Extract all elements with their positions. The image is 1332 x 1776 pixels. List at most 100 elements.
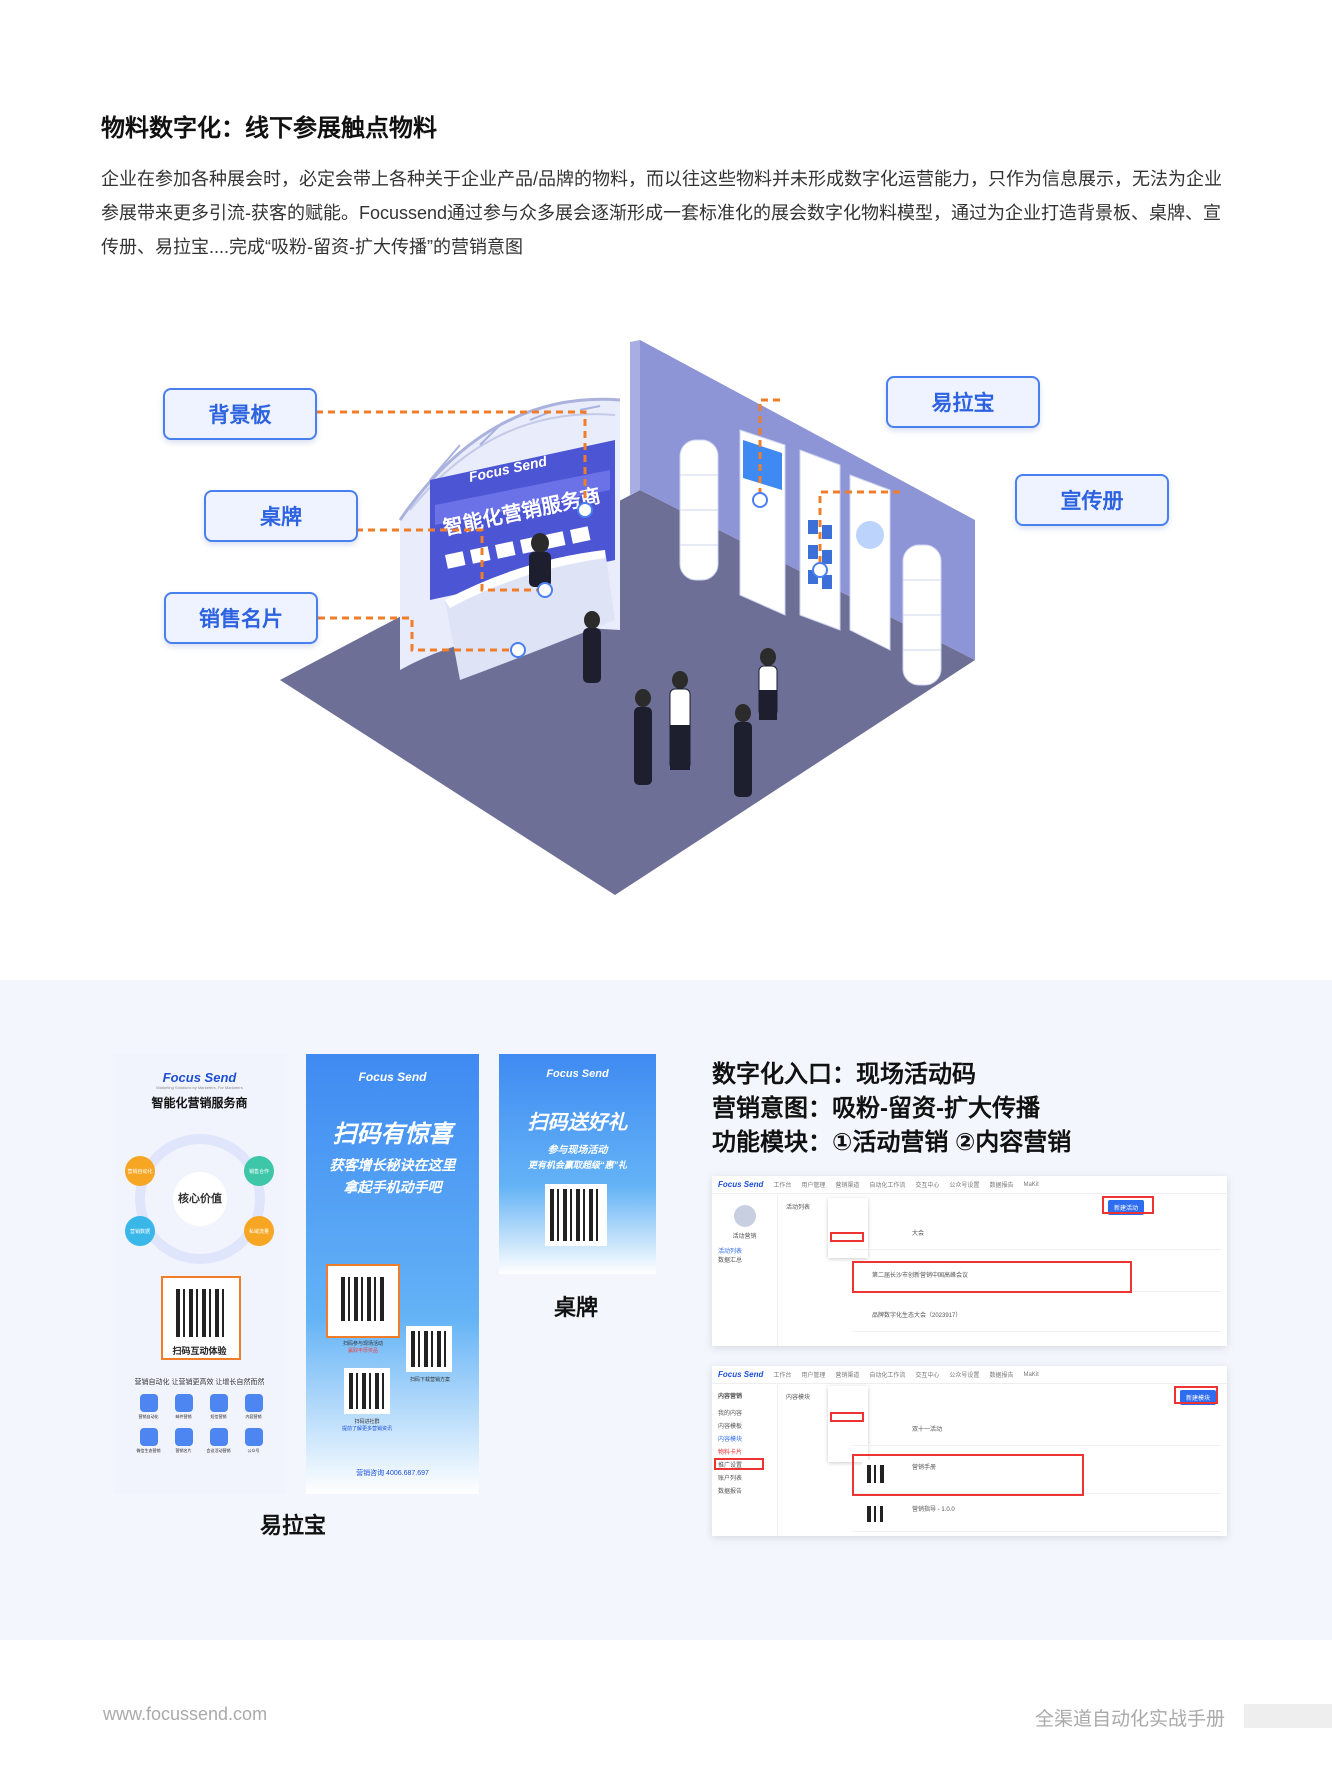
line-backdrop <box>280 410 587 510</box>
brochure-rack <box>799 449 841 631</box>
rollup2-qr3-code <box>344 1368 390 1414</box>
shot2-side-item[interactable]: 数据报告 <box>718 1489 743 1495</box>
shot2-side-item[interactable]: 物料卡片 <box>718 1450 743 1456</box>
shot2-tab[interactable]: 内容模块 <box>786 1395 811 1401</box>
shot1-logo: Focus Send <box>718 1180 764 1189</box>
callout-brochure: 宣传册 <box>1015 474 1169 526</box>
rollup1-brand-sub: Marketing Solutions by Marketers, For Ma… <box>156 1085 243 1090</box>
line-tablecard <box>320 528 545 592</box>
shot1-nav-item[interactable]: 数据报告 <box>989 1183 1014 1189</box>
shot1-nav-item[interactable]: MaKit <box>1023 1181 1039 1188</box>
shot2-nav-item[interactable]: 公众号设置 <box>949 1373 980 1379</box>
rollup2-brand: Focus Send <box>358 1070 427 1084</box>
shot1-nav-item[interactable]: 工作台 <box>773 1183 792 1189</box>
shot1-table-row[interactable]: 大会 <box>852 1222 1221 1250</box>
shot1-side-item[interactable]: 数据汇总 <box>718 1258 743 1264</box>
shot2-row-title: 双十一活动 <box>912 1427 943 1433</box>
shot2-nav-item[interactable]: 自动化工作流 <box>869 1373 906 1379</box>
feature-label: 短信营销 <box>210 1414 227 1419</box>
shot2-side-item[interactable]: 内容模板 <box>718 1424 743 1430</box>
shot2-nav-item[interactable]: 用户管理 <box>801 1373 826 1379</box>
shot2-table-row[interactable]: 营销手册 <box>852 1456 1221 1494</box>
shot1-table-row[interactable]: 品牌数字化生态大会（2023917） <box>852 1304 1221 1332</box>
shot1-dropdown <box>828 1198 868 1258</box>
rollup2-sub2: 拿起手机动手吧 <box>343 1179 442 1195</box>
shot2-table-row[interactable]: 双十一活动 <box>852 1418 1221 1446</box>
rollup2-qr3-label: 扫码进社群 <box>354 1419 380 1425</box>
tablecard-brand: Focus Send <box>546 1068 609 1080</box>
shot2-topbar: Focus Send 工作台 用户管理 营销渠道 自动化工作流 交互中心 公众号… <box>712 1366 1227 1384</box>
footer-book-title: 全渠道自动化实战手册 <box>1034 1709 1225 1730</box>
shot1-highlight-menu <box>830 1232 864 1242</box>
shot2-nav-item[interactable]: MaKit <box>1023 1371 1039 1378</box>
shot1-row-title: 品牌数字化生态大会（2023917） <box>872 1313 962 1319</box>
shot2-side-item[interactable]: 我的内容 <box>718 1411 743 1417</box>
rollup2-qr1-code <box>336 1272 390 1326</box>
rollup1-icon-grid: 营销自动化 邮件营销 短信营销 内容营销 微信生态营销 营销名片 会议活动营销 … <box>131 1394 271 1454</box>
shot1-nav-item[interactable]: 交互中心 <box>915 1183 940 1189</box>
shot2-row-title: 营销指导 - 1.0.0 <box>912 1507 955 1513</box>
rollup-stand-2 <box>849 474 891 651</box>
shot2-side-item[interactable]: 账户列表 <box>718 1476 743 1482</box>
shot1-row-title: 大会 <box>912 1231 925 1237</box>
intro-paragraph: 企业在参加各种展会时，必定会带上各种关于企业产品/品牌的物料，而以往这些物料并未… <box>101 169 1222 257</box>
rhs-line-entry: 数字化入口：现场活动码 <box>712 1061 976 1088</box>
callout-backdrop: 背景板 <box>163 388 317 440</box>
feature-label: 内容营销 <box>245 1414 262 1419</box>
tablecard-headline: 扫码送好礼 <box>527 1112 628 1134</box>
feature-label: 营销名片 <box>175 1448 192 1453</box>
shot2-highlight-menu <box>830 1412 864 1422</box>
shot2-nav-item[interactable]: 工作台 <box>773 1373 792 1379</box>
tablecard-poster: Focus Send 扫码送好礼 参与现场活动 更有机会赢取超级“惠”礼 <box>499 1054 656 1274</box>
people-group <box>529 533 778 797</box>
shot1-side-item[interactable]: 活动列表 <box>718 1249 743 1255</box>
display-tower-left <box>679 439 719 581</box>
rollup1-qr-frame <box>161 1276 241 1360</box>
shot2-side-item[interactable]: 内容模块 <box>718 1437 743 1443</box>
feature-label: 公众号 <box>247 1448 260 1453</box>
feature-label: 营销自动化 <box>138 1414 159 1419</box>
shot1-nav-item[interactable]: 公众号设置 <box>949 1183 980 1189</box>
shot2-row-thumb <box>862 1460 890 1488</box>
feature-icon: 邮件营销 <box>166 1394 201 1420</box>
rollup2-sub1: 获客增长秘诀在这里 <box>329 1157 456 1173</box>
shot1-nav-item[interactable]: 用户管理 <box>801 1183 826 1189</box>
shot1-highlight-row <box>852 1261 1132 1293</box>
shot2-table-row[interactable]: 营销指导 - 1.0.0 <box>852 1498 1221 1532</box>
rollup1-brand: Focus Send <box>162 1070 237 1085</box>
rollup2-qr1-label: 扫码参与现场活动 <box>342 1341 383 1347</box>
rollup2-phone: 营销咨询 4006.687.697 <box>356 1470 429 1477</box>
shot2-nav-item[interactable]: 数据报告 <box>989 1373 1014 1379</box>
shot2-nav-item[interactable]: 营销渠道 <box>835 1373 860 1379</box>
line-business-card <box>282 616 518 652</box>
shot1-tab[interactable]: 活动列表 <box>786 1205 811 1211</box>
shot2-side-item[interactable]: 推广设置 <box>718 1463 743 1469</box>
rhs-line-intent: 营销意图：吸粉-留资-扩大传播 <box>712 1095 1040 1122</box>
shot1-row-title: 第二届长沙市创新营销中国高峰会议 <box>872 1273 969 1279</box>
shot2-highlight-side <box>714 1458 764 1470</box>
leader-points <box>510 492 828 658</box>
rollup1-right-bottom: 私域流量 <box>244 1216 274 1246</box>
caption-rollup: 易拉宝 <box>260 1513 327 1538</box>
shot2-row-title: 营销手册 <box>912 1465 937 1471</box>
shot2-nav-item[interactable]: 交互中心 <box>915 1373 940 1379</box>
shot2-new-button[interactable]: 新建模块 <box>1180 1390 1217 1405</box>
rollup-poster-2: Focus Send 扫码有惊喜 获客增长秘诀在这里 拿起手机动手吧 扫码参与现… <box>306 1054 479 1494</box>
rhs-line-modules: 功能模块：①活动营销 ②内容营销 <box>712 1129 1072 1156</box>
shot2-row-thumb <box>862 1501 888 1527</box>
booth-illustration: Focus Send 智能化营销服务商 <box>160 330 1180 910</box>
rollup2-qr3-sub: 提前了解更多营销资讯 <box>341 1426 392 1432</box>
rollup2-qr1-sub: 赢取丰厚奖品 <box>347 1348 378 1354</box>
feature-icon: 短信营销 <box>201 1394 236 1420</box>
page-title: 物料数字化：线下参展触点物料 <box>101 115 437 142</box>
rollup1-qr-code <box>171 1284 231 1342</box>
shot1-new-button[interactable]: 新建活动 <box>1108 1200 1145 1215</box>
shot2-dropdown <box>828 1386 868 1462</box>
shot2-logo: Focus Send <box>718 1370 764 1379</box>
footer-url[interactable]: www.focussend.com <box>103 1704 268 1724</box>
line-brochure <box>818 490 900 570</box>
shot1-nav-item[interactable]: 自动化工作流 <box>869 1183 906 1189</box>
shot1-nav-item[interactable]: 营销渠道 <box>835 1183 860 1189</box>
shot2-side-title: 内容营销 <box>718 1394 743 1400</box>
feature-label: 微信生态营销 <box>136 1448 161 1453</box>
